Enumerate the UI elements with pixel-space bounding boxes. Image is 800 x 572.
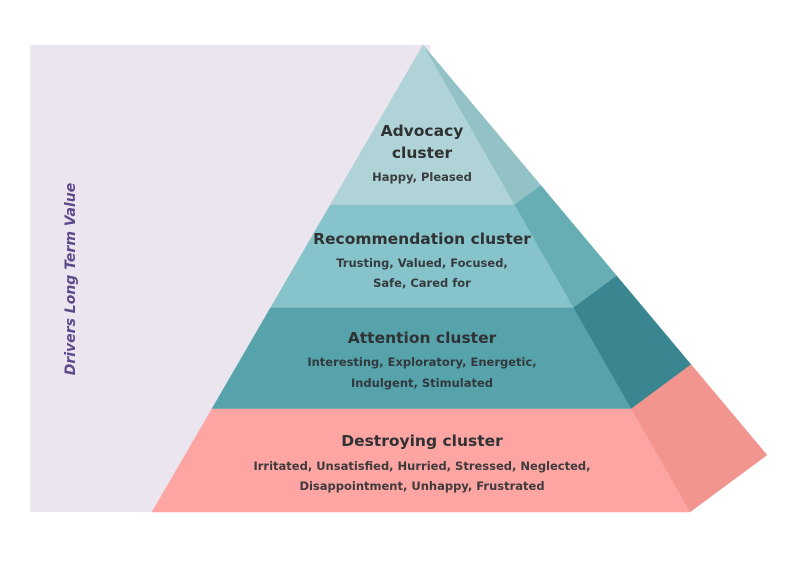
pyramid-layers bbox=[151, 44, 768, 513]
layer-emotions: Safe, Cared for bbox=[373, 276, 471, 290]
layer-emotions: Disappointment, Unhappy, Frustrated bbox=[299, 479, 544, 493]
layer-front-destroying bbox=[151, 408, 691, 513]
layer-title: Advocacy bbox=[381, 122, 464, 140]
layer-emotions: Irritated, Unsatisfied, Hurried, Stresse… bbox=[253, 459, 590, 473]
layer-title: Recommendation cluster bbox=[313, 230, 531, 248]
layer-emotions: Interesting, Exploratory, Energetic, bbox=[307, 355, 536, 369]
layer-emotions: Happy, Pleased bbox=[372, 170, 472, 184]
layer-title: Destroying cluster bbox=[341, 432, 503, 450]
layer-emotions: Indulgent, Stimulated bbox=[351, 376, 493, 390]
layer-title: cluster bbox=[392, 144, 453, 162]
layer-emotions: Trusting, Valued, Focused, bbox=[336, 256, 508, 270]
layer-title: Attention cluster bbox=[348, 329, 497, 347]
side-axis-label: Drivers Long Term Value bbox=[63, 183, 79, 376]
